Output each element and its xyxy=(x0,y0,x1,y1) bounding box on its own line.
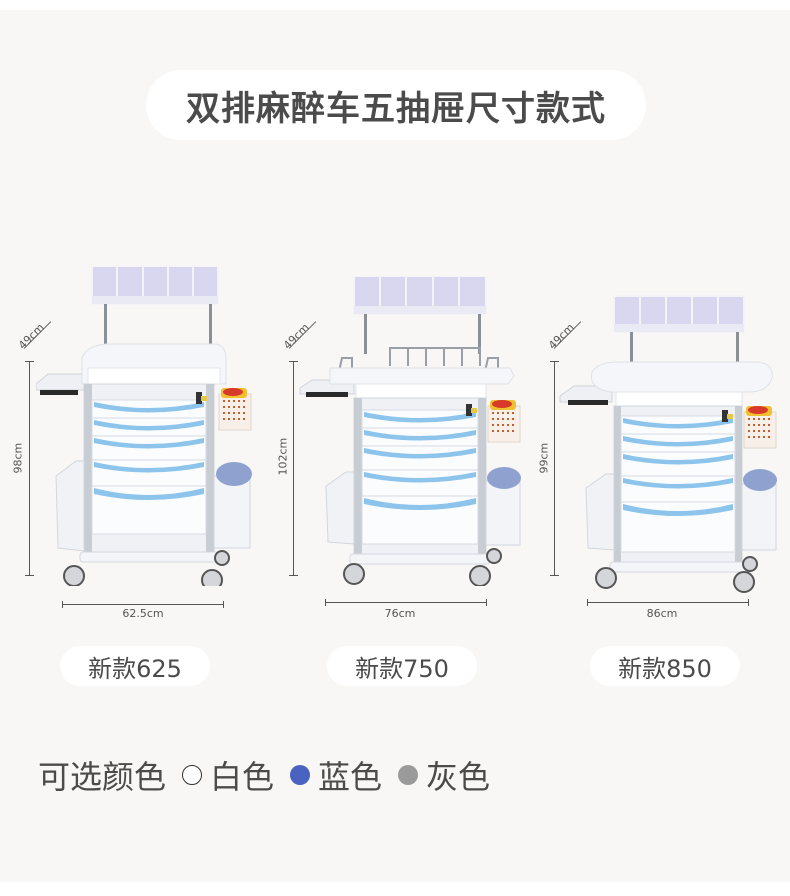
model-label-pill: 新款750 xyxy=(327,646,477,686)
drawers xyxy=(361,409,479,545)
color-options: 可选颜色 白色 蓝色 灰色 xyxy=(38,752,490,798)
cart-image-750 xyxy=(298,276,523,586)
width-label: 62.5cm xyxy=(122,607,164,620)
height-label: 98cm xyxy=(11,442,25,474)
drawers xyxy=(620,415,736,553)
color-option-gray: 灰色 xyxy=(426,758,491,796)
drawers xyxy=(91,399,207,535)
page-title: 双排麻醉车五抽屉尺寸款式 xyxy=(186,88,606,129)
product-dimensions-canvas: 双排麻醉车五抽屉尺寸款式 49cm 98cm xyxy=(0,10,790,882)
model-label: 新款750 xyxy=(355,654,449,683)
height-label: 99cm xyxy=(537,442,551,474)
model-label-pill: 新款850 xyxy=(590,646,740,686)
color-option-white: 白色 xyxy=(210,758,275,796)
height-dimension-line xyxy=(289,361,298,576)
gray-swatch-icon xyxy=(398,765,419,785)
width-label: 86cm xyxy=(646,607,678,620)
width-dimension-line xyxy=(325,599,487,606)
width-dimension-line xyxy=(587,599,749,606)
cart-image-850 xyxy=(558,288,783,593)
width-label: 76cm xyxy=(384,607,416,620)
white-swatch-icon xyxy=(182,765,203,785)
model-label: 新款850 xyxy=(618,654,712,683)
model-label: 新款625 xyxy=(88,654,182,683)
model-label-pill: 新款625 xyxy=(60,646,210,686)
color-options-label: 可选颜色 xyxy=(38,758,167,796)
color-option-blue: 蓝色 xyxy=(318,758,383,796)
cart-image-625 xyxy=(36,266,256,586)
height-dimension-line xyxy=(550,361,559,576)
blue-swatch-icon xyxy=(290,765,311,785)
height-dimension-line xyxy=(25,361,34,576)
height-label: 102cm xyxy=(276,437,290,476)
title-banner: 双排麻醉车五抽屉尺寸款式 xyxy=(146,70,646,140)
width-dimension-line xyxy=(62,601,224,608)
